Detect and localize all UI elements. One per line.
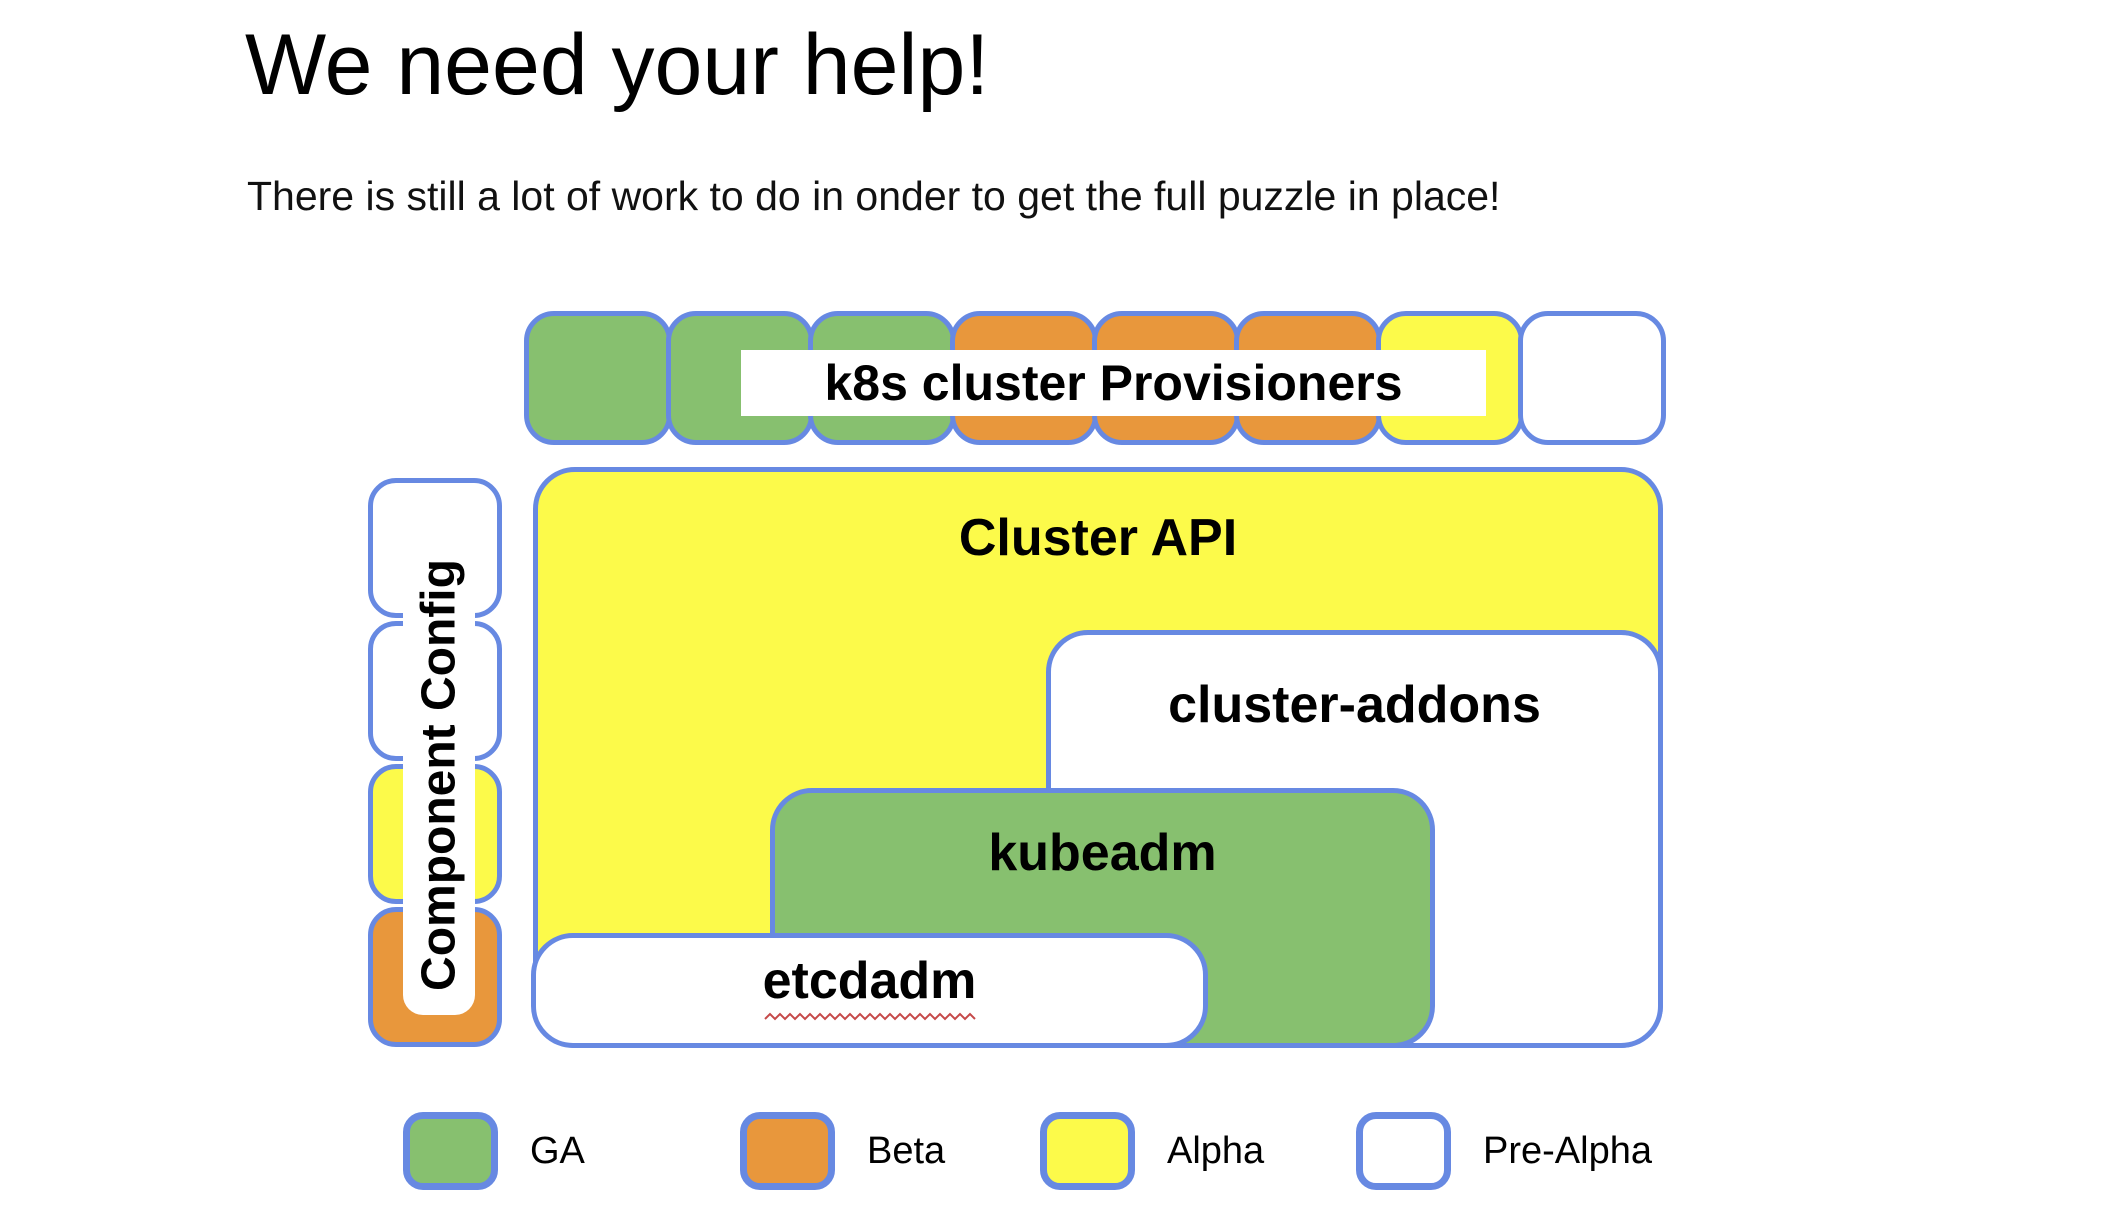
provisioner-square — [1518, 311, 1666, 445]
status-legend: GA Beta Alpha Pre-Alpha — [0, 1112, 2126, 1192]
legend-swatch — [1356, 1112, 1451, 1190]
spellcheck-squiggle-underline — [763, 1012, 976, 1021]
cluster-addons-label: cluster-addons — [1168, 676, 1541, 734]
component-config-label-text: Component Config — [412, 559, 466, 991]
legend-label: GA — [530, 1129, 585, 1172]
kubeadm-label: kubeadm — [988, 824, 1217, 882]
legend-item: GA — [403, 1112, 585, 1190]
legend-label: Pre-Alpha — [1483, 1129, 1652, 1172]
legend-item: Alpha — [1040, 1112, 1264, 1190]
block-etcdadm: etcdadm — [531, 933, 1208, 1048]
component-config-label: Component Config — [403, 535, 475, 1015]
legend-item: Beta — [740, 1112, 945, 1190]
page-title: We need your help! — [245, 17, 990, 113]
legend-swatch — [740, 1112, 835, 1190]
cluster-api-label: Cluster API — [958, 509, 1238, 567]
legend-label: Beta — [867, 1129, 946, 1172]
legend-label: Alpha — [1167, 1129, 1265, 1172]
provisioner-square — [524, 311, 672, 445]
etcdadm-label: etcdadm — [762, 952, 977, 1010]
provisioners-label: k8s cluster Provisioners — [741, 350, 1486, 416]
legend-item: Pre-Alpha — [1356, 1112, 1652, 1190]
page-subtitle: There is still a lot of work to do in on… — [247, 173, 1501, 219]
legend-swatch — [403, 1112, 498, 1190]
legend-swatch — [1040, 1112, 1135, 1190]
